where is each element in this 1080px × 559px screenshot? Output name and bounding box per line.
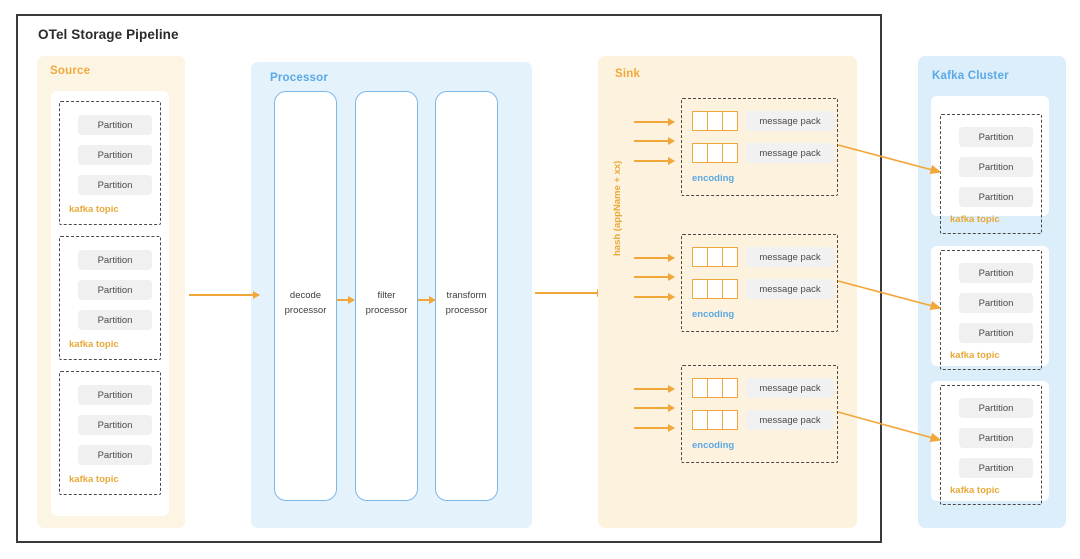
partition-pill: Partition [78, 385, 152, 405]
message-pack-label: message pack [746, 410, 834, 430]
arrow-sink-input [634, 157, 675, 164]
kafka-cluster-label: Kafka Cluster [932, 70, 1009, 82]
encoding-caption: encoding [692, 173, 735, 184]
partition-pill: Partition [78, 310, 152, 330]
partition-pill: Partition [78, 145, 152, 165]
arrow-decode-to-filter [337, 296, 355, 303]
arrow-processor-to-sink [535, 289, 604, 296]
message-pack-label: message pack [746, 247, 834, 267]
partition-pill: Partition [78, 175, 152, 195]
partition-pill: Partition [959, 293, 1033, 313]
message-pack-label: message pack [746, 111, 834, 131]
encoding-caption: encoding [692, 309, 735, 320]
partition-pill: Partition [959, 157, 1033, 177]
message-pack-label: message pack [746, 279, 834, 299]
partition-pill: Partition [78, 445, 152, 465]
partition-pill: Partition [78, 280, 152, 300]
encoding-caption: encoding [692, 440, 735, 451]
processor-stage-filter [355, 91, 418, 501]
arrow-filter-to-transform [418, 296, 436, 303]
processor-stage-sublabel: processor [365, 305, 408, 316]
processor-section-label: Processor [270, 72, 329, 84]
kafka-topic-caption: kafka topic [69, 474, 119, 485]
arrow-sink-input [634, 293, 675, 300]
encoding-box: message pack message pack encoding [681, 98, 838, 196]
arrow-sink-input [634, 273, 675, 280]
message-pack-label: message pack [746, 143, 834, 163]
arrow-sink-input [634, 385, 675, 392]
kafka-topic-caption: kafka topic [69, 339, 119, 350]
kafka-topic-caption: kafka topic [950, 214, 1000, 225]
page-title: OTel Storage Pipeline [38, 27, 179, 42]
kafka-topic-box: Partition Partition Partition kafka topi… [940, 114, 1042, 234]
message-pack-icon [692, 410, 738, 430]
message-pack-icon [692, 143, 738, 163]
partition-pill: Partition [959, 263, 1033, 283]
arrow-sink-input [634, 118, 675, 125]
encoding-box: message pack message pack encoding [681, 365, 838, 463]
processor-stage-label: filter [377, 290, 396, 301]
sink-section-label: Sink [615, 68, 641, 80]
processor-stage-transform [435, 91, 498, 501]
arrow-sink-input [634, 404, 675, 411]
message-pack-icon [692, 279, 738, 299]
arrow-sink-input [634, 424, 675, 431]
kafka-topic-caption: kafka topic [950, 350, 1000, 361]
kafka-topic-caption: kafka topic [950, 485, 1000, 496]
processor-stage-label: decode [289, 290, 322, 301]
kafka-topic-box: Partition Partition Partition kafka topi… [940, 250, 1042, 370]
processor-stage-sublabel: processor [445, 305, 488, 316]
encoding-box: message pack message pack encoding [681, 234, 838, 332]
source-section-label: Source [50, 65, 91, 77]
processor-stage-sublabel: processor [284, 305, 327, 316]
processor-stage-label: transform [446, 290, 487, 301]
partition-pill: Partition [78, 415, 152, 435]
partition-pill: Partition [959, 398, 1033, 418]
partition-pill: Partition [959, 323, 1033, 343]
source-topic-box: Partition Partition Partition kafka topi… [59, 236, 161, 360]
partition-pill: Partition [959, 428, 1033, 448]
message-pack-icon [692, 378, 738, 398]
source-topic-box: Partition Partition Partition kafka topi… [59, 101, 161, 225]
arrow-sink-input [634, 137, 675, 144]
partition-pill: Partition [959, 127, 1033, 147]
arrow-sink-input [634, 254, 675, 261]
partition-pill: Partition [78, 115, 152, 135]
partition-pill: Partition [959, 458, 1033, 478]
message-pack-icon [692, 111, 738, 131]
kafka-topic-caption: kafka topic [69, 204, 119, 215]
source-topic-box: Partition Partition Partition kafka topi… [59, 371, 161, 495]
message-pack-icon [692, 247, 738, 267]
partition-pill: Partition [78, 250, 152, 270]
processor-stage-decode [274, 91, 337, 501]
partition-pill: Partition [959, 187, 1033, 207]
hash-label: hash (appName + xx) [612, 160, 623, 256]
message-pack-label: message pack [746, 378, 834, 398]
arrow-source-to-processor [189, 291, 260, 298]
kafka-topic-box: Partition Partition Partition kafka topi… [940, 385, 1042, 505]
